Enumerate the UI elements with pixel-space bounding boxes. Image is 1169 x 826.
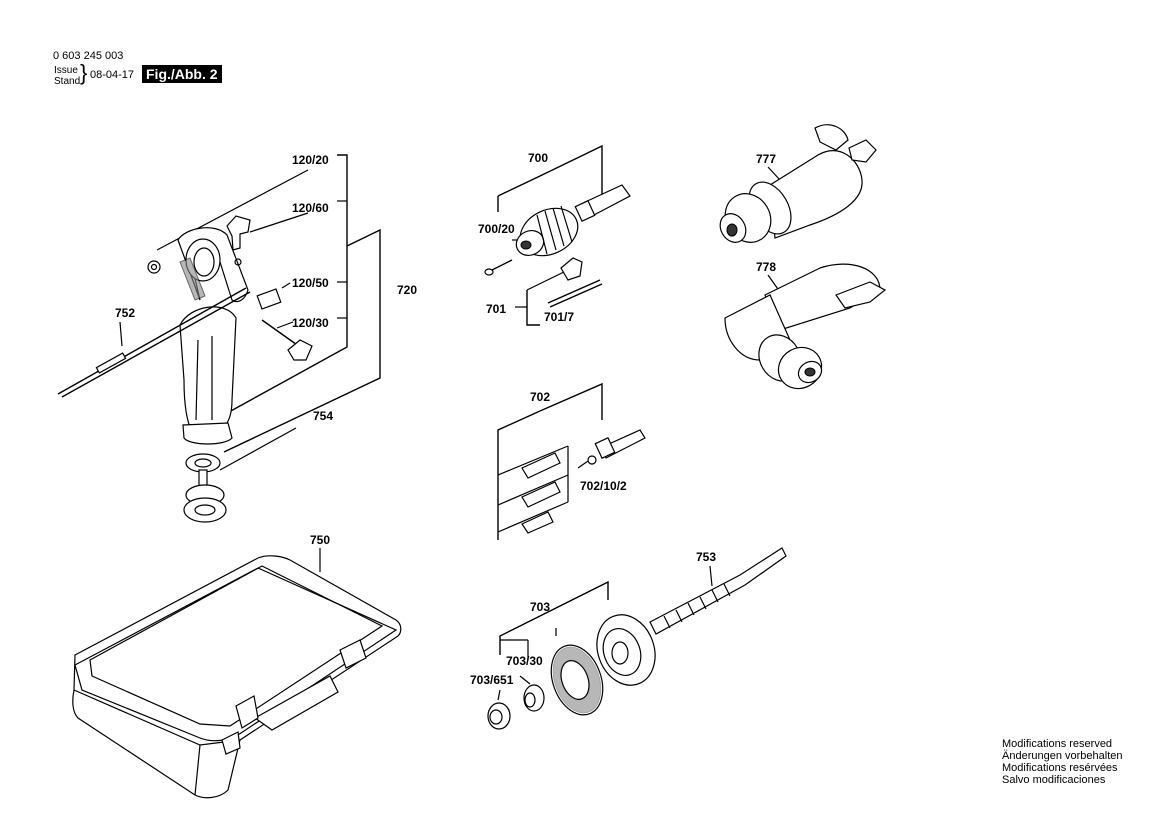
label-702: 702 [530,390,550,404]
screwdriver-bits-group [497,382,646,540]
label-120-60: 120/60 [292,201,329,215]
chuck-group [484,144,631,326]
label-700: 700 [528,151,548,165]
label-754: 754 [313,409,333,423]
issue-stand-label: Issue Stand [54,65,80,87]
label-120-20: 120/20 [292,153,329,167]
label-777: 777 [756,152,776,166]
chuck-adaptor-group [487,580,656,730]
auxiliary-handle-group [57,154,381,523]
label-753: 753 [696,550,716,564]
label-703: 703 [530,600,550,614]
carrying-case [72,548,402,799]
label-701-7: 701/7 [544,310,574,324]
note-line-fr: Modifications resérvées [1002,762,1118,774]
issue-label: Issue [54,65,78,76]
modifications-note: Modifications reserved Änderungen vorbeh… [1002,738,1122,786]
label-703-651: 703/651 [470,673,514,687]
label-120-30: 120/30 [292,316,329,330]
brace: } [80,60,88,85]
label-720: 720 [397,283,417,297]
part-number: 0 603 245 003 [53,50,124,62]
label-750: 750 [310,533,330,547]
label-701: 701 [486,302,506,316]
angle-attachments [719,124,887,390]
label-778: 778 [756,260,776,274]
note-line-es: Salvo modificaciones [1002,774,1106,786]
note-line-de: Änderungen vorbehalten [1002,750,1123,762]
drill-bit [649,547,787,635]
label-752: 752 [115,306,135,320]
label-120-50: 120/50 [292,276,329,290]
figure-badge: Fig./Abb. 2 [142,65,222,83]
label-702-10-2: 702/10/2 [580,479,627,493]
label-703-30: 703/30 [506,654,543,668]
issue-date: 08-04-17 [90,69,135,81]
label-700-20: 700/20 [478,222,515,236]
note-line-en: Modifications reserved [1002,738,1113,750]
stand-label: Stand [54,76,81,87]
